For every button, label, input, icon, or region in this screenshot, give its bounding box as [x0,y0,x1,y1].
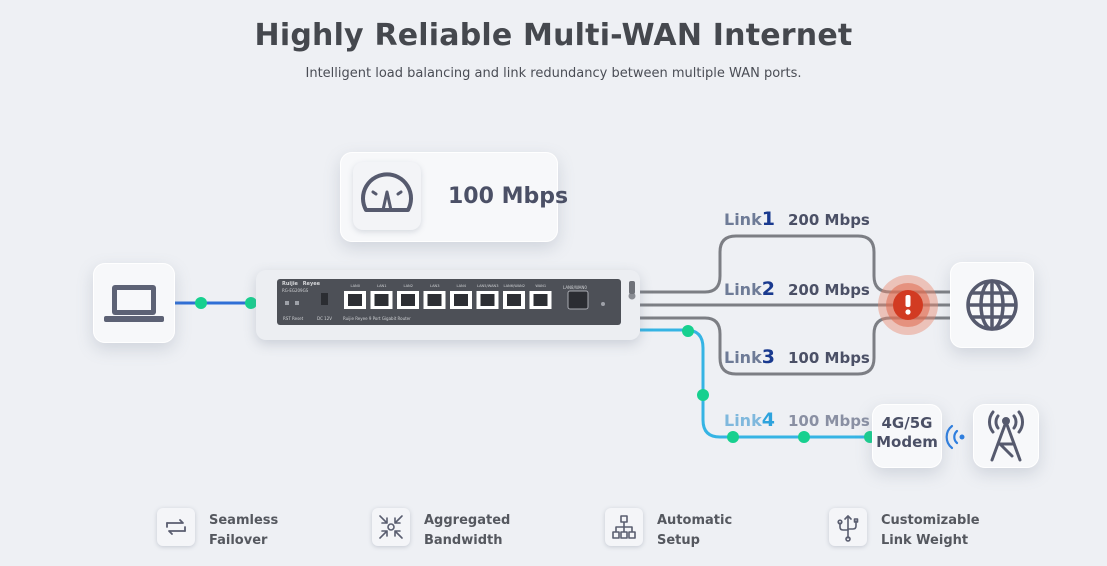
feature-line2: Bandwidth [424,533,503,548]
cell-tower-icon [988,410,1024,462]
feature-line2: Link Weight [881,533,969,548]
ethernet-port-socket [401,294,415,306]
router-front-panel: Ruijie Reyee RG-EG209GS RST Reset DC 12V… [277,279,621,325]
link4-node [697,389,709,401]
link2-speed: 200 Mbps [788,281,870,299]
globe-icon [966,279,1018,331]
link2-label: Link2 [724,278,775,300]
lan-ports [344,291,552,309]
page-title: Highly Reliable Multi-WAN Internet [254,18,853,53]
network-tree-icon [605,508,643,546]
router-brand-name: Ruijie [282,281,298,287]
network-tree-svg [612,515,636,539]
failover-arrows-icon [157,508,195,546]
port-label: LAN2 [403,284,414,288]
router-brand: Ruijie Reyee [282,281,320,287]
laptop-icon [104,285,164,322]
port-label: LAN3 [429,284,440,288]
link4-node [727,431,739,443]
link4-label: Link4 [724,409,775,431]
link1-cable [640,234,950,294]
link-number: 4 [761,409,775,431]
link-number: 1 [761,208,775,230]
link3-cable [640,316,950,376]
link-name: Link [724,411,762,430]
link-number: 3 [761,346,775,368]
feature-line1: Customizable [881,513,980,528]
link1-speed: 200 Mbps [788,211,870,229]
ethernet-port-socket [348,294,362,306]
lan-node [245,297,257,309]
ethernet-port-socket [427,294,442,306]
ethernet-port-socket [480,294,495,306]
port-label: LAN6/WAN2 [503,284,526,288]
link1-label: Link1 [724,208,775,230]
feature-line2: Setup [657,533,700,548]
feature-line2: Failover [209,533,268,548]
laptop-card [93,263,175,343]
signal-waves-icon [945,424,965,450]
speedometer-icon [361,172,413,212]
internet-card [950,262,1034,348]
alert-icon [878,275,938,335]
usb-trident-icon [829,508,867,546]
link3-speed: 100 Mbps [788,349,870,367]
ethernet-port-socket [374,294,389,306]
usb-trident-svg [837,515,859,542]
aggregate-arrows-icon [372,508,410,546]
page-subtitle: Intelligent load balancing and link redu… [305,66,802,81]
port-label: LAN4 [456,284,467,288]
link4-speed: 100 Mbps [788,412,870,430]
link4-node [682,325,694,337]
link-name: Link [724,348,762,367]
feature-label: Customizable Link Weight [881,511,980,551]
port-label: LAN5/WAN3 [476,284,499,288]
ethernet-port-socket [533,294,548,306]
feature-label: Seamless Failover [209,511,278,551]
router-brand-sub: Reyee [302,281,320,287]
router-model: RG-EG209GS [282,288,309,293]
link3-label: Link3 [724,346,775,368]
feature-label: Automatic Setup [657,511,732,551]
feature-line1: Seamless [209,513,279,528]
link4-node [798,431,810,443]
link-number: 2 [761,278,775,300]
link-name: Link [724,210,762,229]
router-rst-label: RST Reset [283,316,304,321]
port-label: WAN1 [535,284,547,288]
port-label: LAN0 [350,284,361,288]
modem-line2: Modem [876,433,938,451]
feature-label: Aggregated Bandwidth [424,511,510,551]
feature-line1: Aggregated [424,513,511,528]
modem-line1: 4G/5G [881,414,933,432]
failover-arrows-svg [166,519,186,535]
ethernet-port-socket [507,294,521,306]
ethernet-port-socket [454,294,468,306]
lan-node [195,297,207,309]
cell-tower-card [973,404,1039,468]
modem-card [872,404,942,468]
link-name: Link [724,280,762,299]
speed-value: 100 Mbps [448,184,569,209]
router-footer: Ruijie Reyee 9 Port Gigabit Router [343,316,411,321]
router-panel-graphics [285,290,605,310]
aggregate-arrows-svg [379,515,403,539]
port-label: LAN1 [376,284,387,288]
router-dc-label: DC 12V [317,316,332,321]
router-sfp-label: LAN8/WAN0 [563,285,587,290]
speedometer-icon-box [353,162,421,230]
feature-line1: Automatic [657,513,733,528]
modem-label: 4G/5G Modem [872,414,942,452]
